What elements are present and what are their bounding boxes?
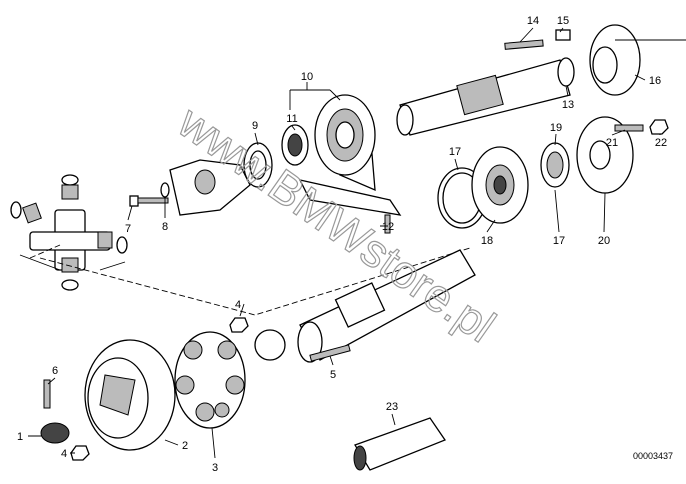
callout-4-lower: 4 xyxy=(61,448,67,460)
bolt-5 xyxy=(309,344,351,362)
lock-plate-15 xyxy=(555,29,571,41)
flange-20 xyxy=(576,116,634,194)
flange-yoke xyxy=(169,159,251,216)
callout-2: 2 xyxy=(182,440,188,452)
callout-3: 3 xyxy=(212,462,218,474)
nut-4 xyxy=(229,317,249,333)
callout-4-upper: 4 xyxy=(235,299,241,311)
flange-16 xyxy=(589,24,686,96)
callout-15: 15 xyxy=(557,15,569,27)
seal-19-inner xyxy=(546,151,564,179)
circlip-13 xyxy=(557,57,575,87)
cv-joint-18 xyxy=(471,146,529,224)
callout-7: 7 xyxy=(125,223,131,235)
flex-disc-3 xyxy=(174,331,246,429)
bolt-12 xyxy=(384,214,391,234)
callout-17-upper: 17 xyxy=(449,146,461,158)
callout-13: 13 xyxy=(562,99,574,111)
callout-9: 9 xyxy=(252,120,258,132)
callout-22: 22 xyxy=(655,137,667,149)
bushing-1 xyxy=(40,422,70,444)
seal-ring-inner xyxy=(249,150,267,180)
callout-16: 16 xyxy=(649,75,661,87)
callout-6: 6 xyxy=(52,365,58,377)
callout-23: 23 xyxy=(386,401,398,413)
callout-21: 21 xyxy=(606,137,618,149)
callout-10: 10 xyxy=(301,71,313,83)
callout-17-lower: 17 xyxy=(553,235,565,247)
vibration-damper-2 xyxy=(84,339,176,451)
nut-22 xyxy=(649,119,669,135)
callout-19: 19 xyxy=(550,122,562,134)
callout-5: 5 xyxy=(330,369,336,381)
catalog-number: 00003437 xyxy=(633,451,673,461)
callout-14: 14 xyxy=(527,15,539,27)
propeller-shaft-front xyxy=(396,59,571,136)
bolt-6 xyxy=(43,379,51,409)
center-bearing-10 xyxy=(298,94,402,216)
bolt-21 xyxy=(614,124,644,132)
propeller-shaft-rear xyxy=(254,249,476,363)
callout-1: 1 xyxy=(17,431,23,443)
callout-12: 12 xyxy=(382,221,394,233)
bolt-14 xyxy=(504,39,544,50)
universal-joint-kit xyxy=(10,174,128,291)
callout-18: 18 xyxy=(481,235,493,247)
bolt-7 xyxy=(129,182,170,207)
callout-8: 8 xyxy=(162,221,168,233)
callout-20: 20 xyxy=(598,235,610,247)
bearing-inner xyxy=(287,133,303,157)
grease-tube-23 xyxy=(353,417,446,471)
callout-11: 11 xyxy=(286,113,297,125)
